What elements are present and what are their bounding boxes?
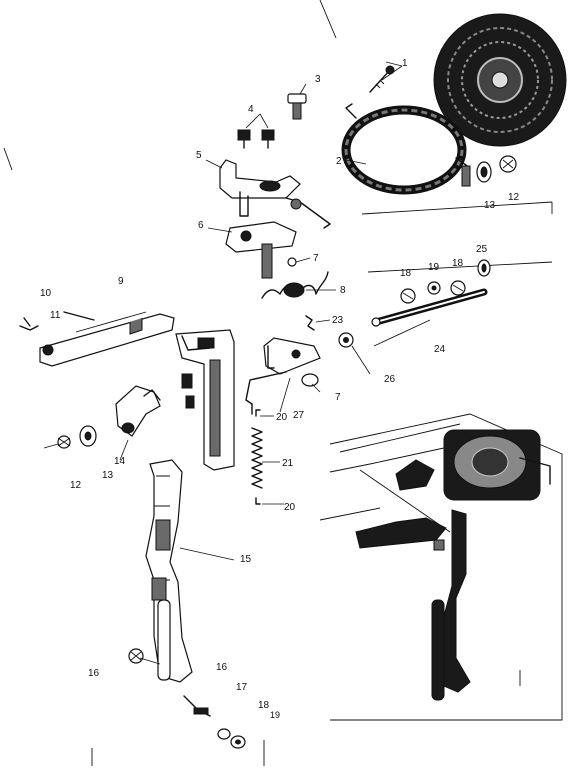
scan-mark-left [3,147,13,171]
lower-hardware [128,648,246,749]
callout-11: 11 [50,310,61,321]
callout-3: 3 [315,74,321,85]
callout-23: 23 [332,315,344,326]
callout-21: 21 [282,458,294,469]
callout-15: 15 [240,554,252,565]
callout-14: 14 [114,456,126,467]
callout-8: 8 [340,285,346,296]
callout-6: 6 [198,220,204,231]
callout-1: 1 [402,58,408,69]
part-3-screw [287,93,307,120]
handwheel [433,13,567,147]
part-27-bracket [245,337,321,415]
callout-7-upper: 7 [313,253,319,264]
collars [400,259,491,304]
scan-mark-top [319,0,337,39]
vertical-plate [175,329,235,471]
callout-12-lower: 12 [70,480,82,491]
callout-13-lower: 13 [102,470,114,481]
callout-12-upper: 12 [508,192,520,203]
callout-16-left: 16 [88,668,100,679]
callout-17: 17 [236,682,248,693]
callout-19-upper: 19 [428,262,440,273]
callout-10: 10 [40,288,52,299]
callout-13-upper: 13 [484,200,496,211]
callout-16-right: 16 [216,662,228,673]
part-15-link [145,459,193,683]
callout-9: 9 [118,276,124,287]
callout-19-bottom: 19 [270,710,280,720]
part-23-screw [305,315,315,331]
part-7-clip-upper [287,257,297,267]
part-12-13-lower [43,425,97,449]
leader-lines [119,61,431,665]
callout-27: 27 [293,410,305,421]
part-6-plate [225,221,297,279]
callout-18-left: 18 [400,268,412,279]
shaft-area-box [361,201,553,273]
part-21-spring [251,409,263,505]
part-5-bracket [219,159,331,229]
part-26-washer [338,332,354,348]
installation-inset [319,413,563,721]
callout-24: 24 [434,344,446,355]
callout-18-bottom: 18 [258,700,270,711]
part-13-12-upper [476,155,517,183]
callout-25: 25 [476,244,488,255]
part-1-screw [369,65,395,93]
callout-labels: 1 2 3 4 5 6 7 7 8 9 10 11 12 12 13 13 14… [40,58,520,720]
callout-18-right: 18 [452,258,464,269]
part-4-screws [237,129,275,149]
part-9-lever [19,311,175,367]
part-14-bracket [115,385,161,437]
callout-20-lower: 20 [284,502,296,513]
callout-26: 26 [384,374,396,385]
part-7-washer-lower [301,373,319,387]
callout-4: 4 [248,104,254,115]
callout-5: 5 [196,150,202,161]
part-2-ring [341,103,471,195]
part-8-spring [261,271,329,299]
callout-2: 2 [336,156,342,167]
callout-7-lower: 7 [335,392,341,403]
part-24-shaft [371,288,488,327]
callout-20-upper: 20 [276,412,288,423]
